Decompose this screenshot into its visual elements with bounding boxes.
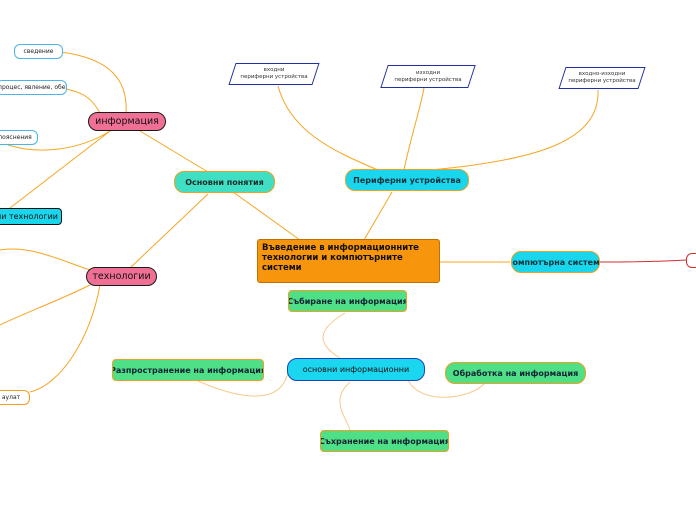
info-leaf-information[interactable]: сведение (14, 44, 63, 59)
link-central-basics (232, 191, 301, 241)
link-per-input (277, 85, 379, 171)
collect-info-node[interactable]: Събиране на информация (288, 290, 407, 312)
link-per-io (429, 89, 599, 171)
process-info-node[interactable]: Обработка на информация (445, 362, 586, 384)
link-main-store (339, 381, 351, 431)
central-line-1: Въведение в информационните (262, 243, 419, 253)
link-info-leaf2 (61, 87, 101, 114)
link-central-peripheral (363, 191, 393, 241)
peripheral-label-line2: периферни устройства (240, 74, 308, 80)
link-info-it (9, 130, 111, 209)
central-line-3: системи (262, 263, 302, 273)
peripheral-label-line2: периферни устройства (568, 78, 636, 84)
link-basics-tech (129, 193, 209, 269)
info-leaf-process[interactable]: е, процес, явление, обект (0, 80, 67, 95)
peripheral-label-line1: изходни (415, 69, 441, 76)
link-per-output (403, 87, 425, 171)
link-tech-down (29, 284, 101, 393)
link-main-distribute (197, 371, 289, 397)
tech-leaf[interactable]: аулат (0, 390, 30, 405)
link-info-leaf3 (7, 130, 111, 151)
main-info-node[interactable]: основни информационни (287, 358, 425, 381)
store-info-node[interactable]: Съхранение на информация (320, 430, 449, 452)
link-main-process (407, 379, 486, 398)
computer-leaf[interactable]: с (686, 253, 696, 268)
basics-node[interactable]: Основни понятия (174, 171, 275, 193)
peripheral-node[interactable]: Периферни устройства (345, 169, 469, 191)
link-info-leaf1 (59, 51, 127, 114)
peripheral-label-line1: входно-изходни (578, 71, 626, 77)
link-computer-leaf (599, 259, 687, 263)
peripheral-label-line2: периферни устройства (394, 76, 462, 83)
central-line-2: технологии и компютърните (262, 253, 403, 263)
peripheral-label-line1: входни (263, 67, 285, 73)
link-tech-up (0, 248, 91, 271)
it-node[interactable]: ни технологии (0, 208, 62, 225)
central-topic[interactable]: Въведение в информационните технологии и… (257, 239, 440, 283)
computer-system-node[interactable]: Компютърна система (511, 251, 600, 273)
info-leaf-explanations[interactable]: пояснения (0, 130, 38, 145)
distribute-info-node[interactable]: Разпространение на информация (112, 359, 264, 381)
technologies-node[interactable]: технологии (86, 267, 157, 286)
link-tech-left (0, 284, 91, 326)
information-node[interactable]: информация (88, 112, 166, 131)
link-basics-info (139, 130, 209, 173)
link-main-collect (322, 312, 346, 359)
